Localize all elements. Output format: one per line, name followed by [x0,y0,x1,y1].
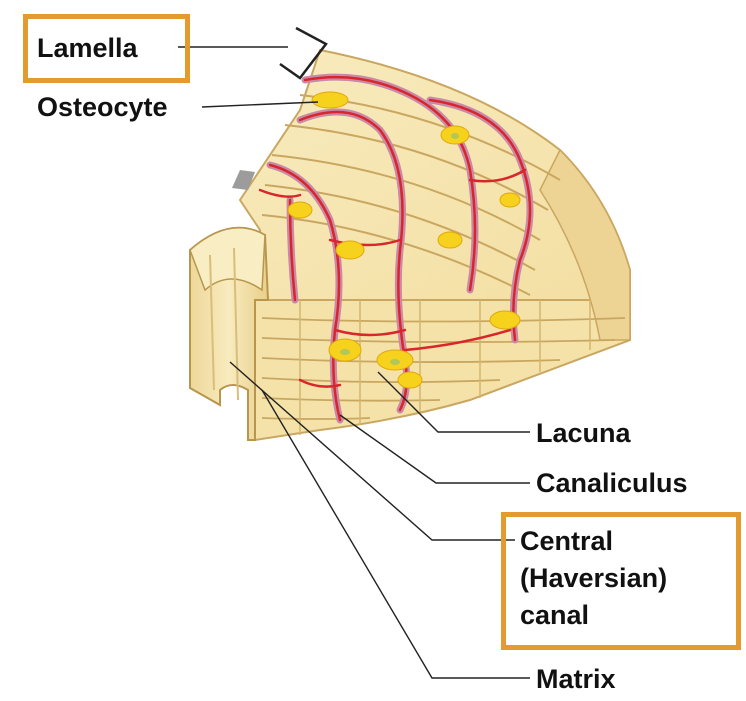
central-canal-highlight-box [501,512,741,650]
central-canal-groove [189,227,266,292]
lamella-highlight-box [23,14,190,83]
osteocytes [287,91,521,389]
label-canaliculus: Canaliculus [536,468,688,498]
leader-osteocyte [201,101,319,108]
label-central-canal-line1: Central [520,526,614,556]
leader-lacuna [377,371,530,433]
label-matrix: Matrix [536,664,616,694]
lamella-bracket [279,26,328,80]
label-lacuna: Lacuna [536,418,631,448]
leader-central-canal [229,361,515,541]
leader-lines [178,46,530,679]
label-lamella: Lamella [37,33,138,63]
leader-canaliculus [339,414,530,484]
leader-matrix [261,389,530,679]
label-central-canal-line2: (Haversian) [520,563,668,593]
label-osteocyte: Osteocyte [37,92,168,122]
label-central-canal-line3: canal [520,600,590,630]
